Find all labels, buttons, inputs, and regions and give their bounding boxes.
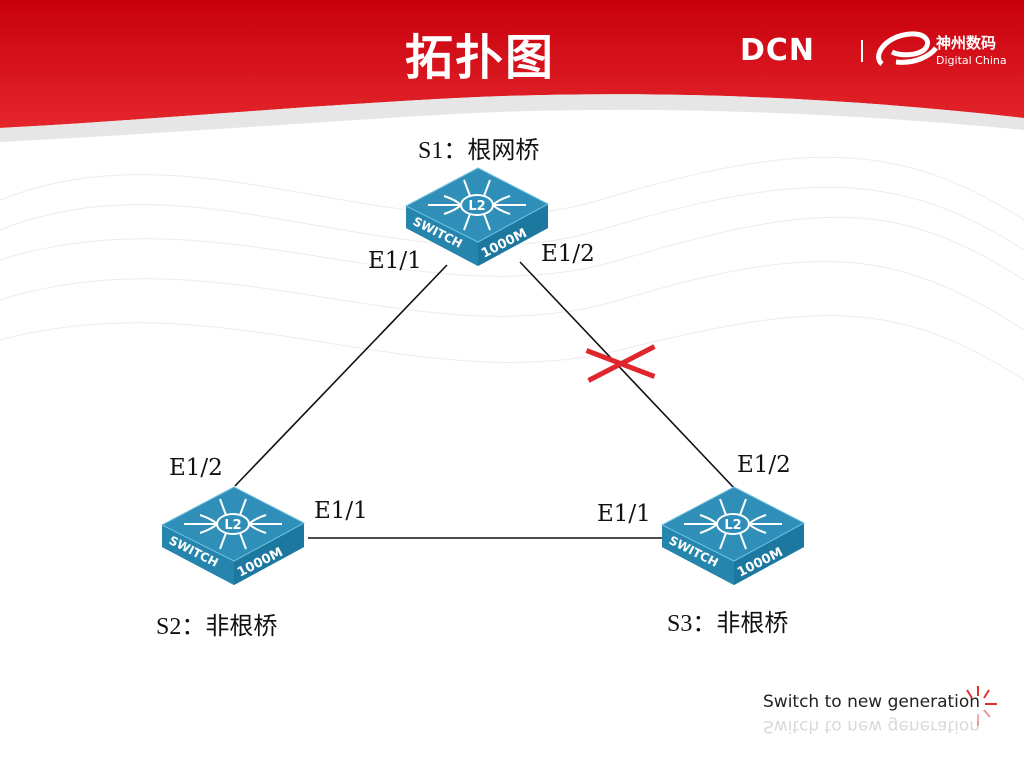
port-label-s3-e1-2: E1/2 — [737, 452, 791, 478]
svg-text:L2: L2 — [468, 199, 485, 214]
switch-s1[interactable]: L2 SWITCH 1000M — [404, 166, 550, 272]
svg-text:L2: L2 — [724, 518, 741, 533]
port-label-s2-e1-2: E1/2 — [169, 455, 223, 481]
port-label-s2-e1-1: E1/1 — [314, 498, 368, 524]
slogan-reflection: Switch to new generation — [763, 716, 981, 736]
sparkle-icon — [966, 686, 997, 726]
dcn-logo: DCN 神州数码 Digital China — [740, 31, 1007, 68]
switch-s3[interactable]: L2 SWITCH 1000M — [660, 485, 806, 591]
switch-s2[interactable]: L2 SWITCH 1000M — [160, 485, 306, 591]
blocked-port-x-icon — [585, 344, 656, 383]
port-label-s1-e1-2: E1/2 — [541, 241, 595, 267]
header-band — [0, 0, 1024, 128]
links — [234, 261, 736, 539]
node-label-s1: S1：根网桥 — [418, 138, 540, 164]
slogan: Switch to new generation — [763, 692, 981, 712]
svg-text:L2: L2 — [224, 518, 241, 533]
svg-text:DCN: DCN — [740, 33, 815, 68]
l2-switch-icon: L2 SWITCH 1000M — [160, 486, 306, 585]
decorative-waves — [0, 156, 1024, 381]
header-swoosh — [0, 94, 1024, 142]
l2-switch-icon: L2 SWITCH 1000M — [404, 167, 550, 266]
l2-switch-icon: L2 SWITCH 1000M — [660, 486, 806, 585]
port-label-s3-e1-1: E1/1 — [597, 501, 651, 527]
node-label-s2: S2：非根桥 — [156, 614, 278, 640]
link-s1-s3 — [519, 261, 736, 490]
svg-text:Digital China: Digital China — [936, 54, 1007, 67]
link-s1-s2 — [234, 264, 448, 487]
port-label-s1-e1-1: E1/1 — [368, 248, 422, 274]
node-label-s3: S3：非根桥 — [667, 611, 789, 637]
slide-title: 拓扑图 — [404, 30, 555, 86]
svg-text:神州数码: 神州数码 — [936, 34, 996, 52]
